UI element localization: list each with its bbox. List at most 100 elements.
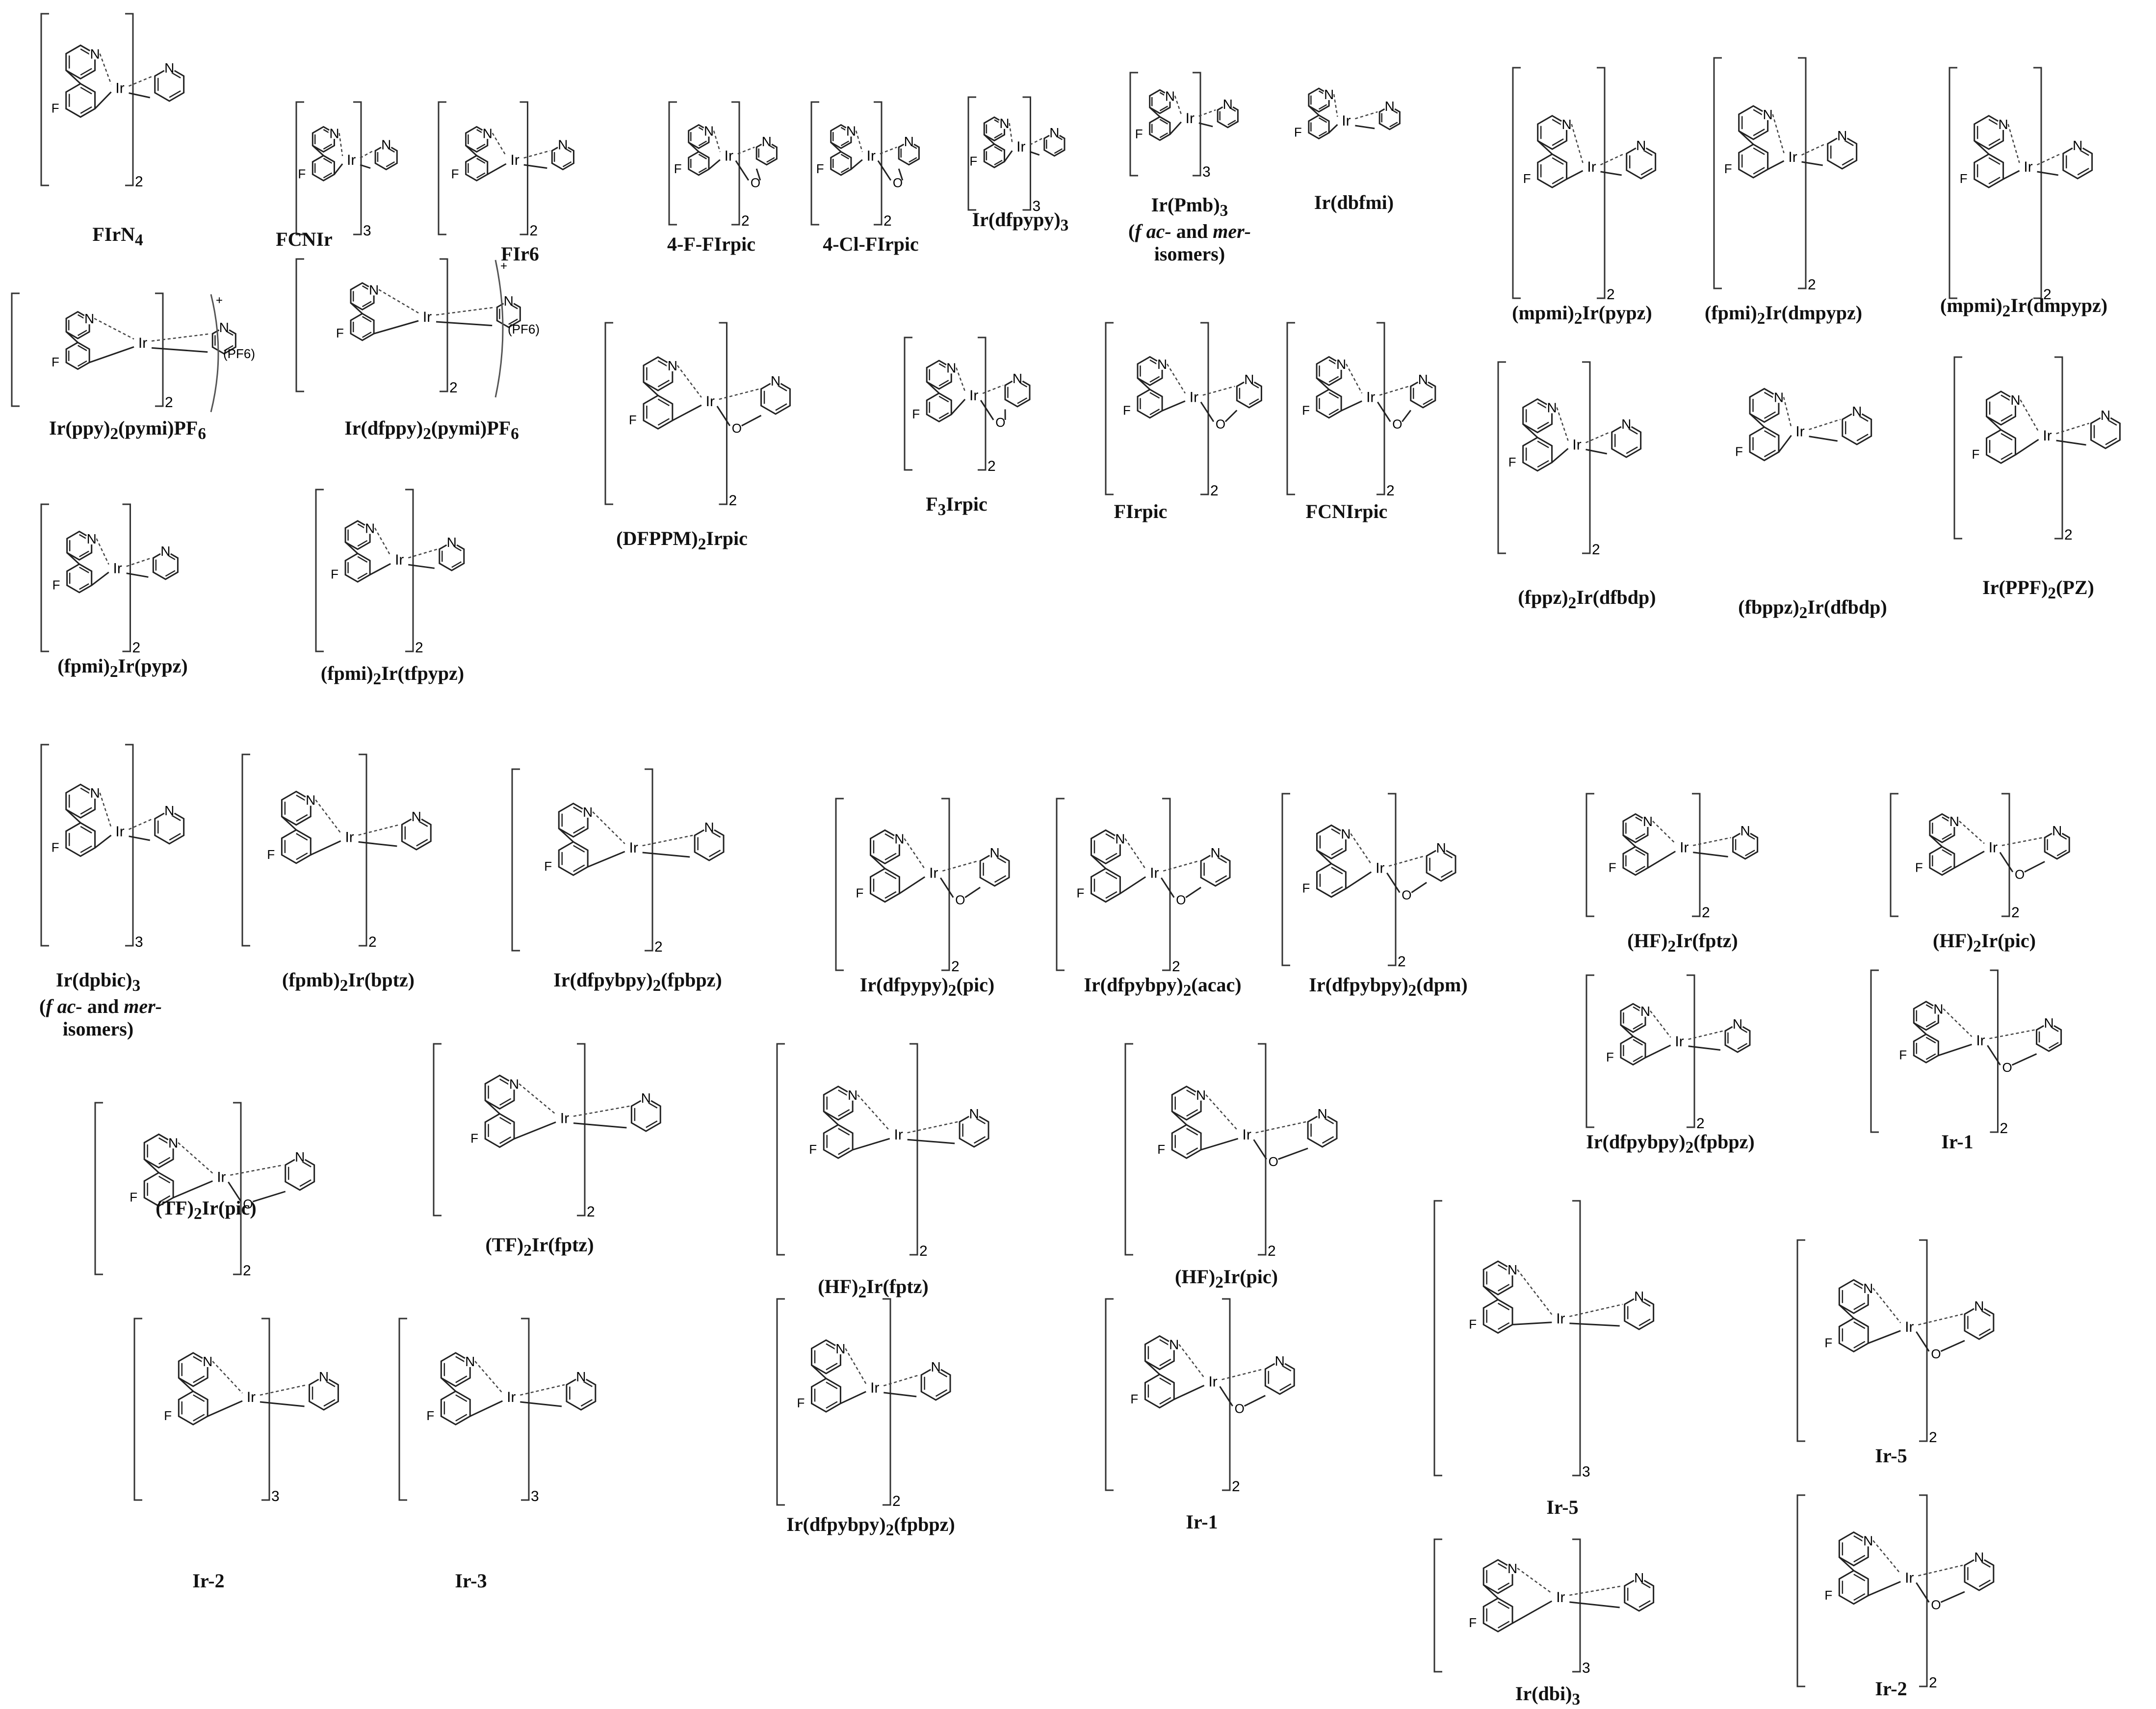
complex-label: Ir-5 (1528, 1496, 1597, 1519)
coordination-bond (152, 334, 210, 341)
fluorine-atom: F (797, 1396, 805, 1410)
coordination-bond (1809, 419, 1841, 430)
aryl-ring (1623, 847, 1648, 875)
aryl-ring-double-bond (838, 1128, 850, 1135)
fluorine-atom: F (1606, 1050, 1614, 1064)
nitrogen-atom: N (931, 1359, 940, 1374)
oxygen-atom: O (1235, 1401, 1245, 1416)
ancillary-ring-double-bond (324, 1399, 335, 1406)
coordination-bond (1784, 397, 1792, 427)
multiplicity-subscript: 3 (1582, 1464, 1590, 1480)
cyclometalating-bond (851, 160, 862, 169)
oxygen-atom: O (1216, 417, 1225, 432)
oxygen-atom: O (2015, 867, 2025, 882)
ligand-right-bracket (405, 490, 413, 651)
pyridine-ring-double-bond (826, 1363, 837, 1370)
counterion: (PF6) (508, 322, 540, 337)
cyclometalating-bond (1120, 877, 1145, 894)
label-main: Ir(dbfmi) (1314, 191, 1394, 213)
isomer-note-part: f ac- (46, 995, 82, 1017)
coordination-bond (1222, 1369, 1264, 1379)
coordination-bond (1959, 821, 1984, 844)
ligand-right-bracket (155, 293, 163, 406)
nitrogen-atom: N (1547, 400, 1557, 415)
ligand-right-bracket (883, 1299, 890, 1505)
ancillary-ring-double-bond (646, 1121, 657, 1127)
ligand-left-bracket (1434, 1539, 1442, 1672)
label-main: (HF) (1933, 930, 1973, 952)
ir-o-bond (878, 161, 891, 181)
ancillary-ring-double-bond (581, 1399, 592, 1406)
cation-paren (495, 260, 503, 397)
carboxylate-bond (1225, 410, 1237, 421)
coordination-bond (719, 389, 759, 399)
nitrogen-atom: N (989, 845, 999, 860)
nitrogen-atom: N (1643, 814, 1653, 829)
aryl-ring (1839, 1571, 1868, 1604)
complex-label: (mpmi)2Ir(pypz) (1504, 302, 1661, 328)
label-subscript: 2 (340, 977, 348, 995)
complex-label: F3Irpic (908, 493, 1006, 519)
pyridine-ring-double-bond (1765, 412, 1776, 418)
fluorine-atom: F (544, 859, 552, 874)
pyridine-ring-double-bond (885, 854, 896, 860)
label-subscript: 2 (194, 1205, 202, 1223)
aryl-ring (871, 869, 900, 902)
ir-n-bond (2056, 440, 2086, 445)
coordination-bond (1572, 124, 1583, 163)
aryl-ring-double-bond (1552, 158, 1563, 164)
iridium-atom: Ir (423, 309, 432, 325)
aryl-ring-double-bond (80, 87, 92, 94)
aryl-ring (345, 553, 370, 582)
ligand-left-bracket (1498, 362, 1506, 553)
aryl-ring (441, 1391, 470, 1424)
oxygen-atom: O (732, 421, 742, 436)
ligand-right-bracket (125, 14, 133, 185)
coordination-bond (1688, 1031, 1723, 1039)
coordination-bond (2056, 423, 2089, 434)
complex-label: Ir(dfpybpy)2(fpbpz) (1577, 1131, 1764, 1157)
nitrogen-atom: N (369, 282, 379, 297)
cyclometalating-bond (1174, 1385, 1204, 1399)
iridium-atom: Ir (345, 829, 354, 845)
aryl-ring-double-bond (1854, 1322, 1865, 1328)
label-suffix: Ir(pic) (202, 1197, 257, 1219)
nitrogen-atom: N (1341, 826, 1351, 841)
aryl-ring (485, 1114, 514, 1147)
label-suffix: (acac) (1191, 974, 1241, 996)
complex-label: Ir-2 (1857, 1678, 1925, 1700)
nitrogen-atom: N (946, 361, 956, 376)
fluorine-atom: F (52, 355, 59, 369)
fluorine-atom: F (674, 161, 682, 176)
ligand-right-bracket (1919, 1495, 1927, 1686)
label-main: Ir(dfpypy) (860, 974, 948, 996)
multiplicity-subscript: 2 (1398, 954, 1406, 970)
fluorine-atom: F (1135, 127, 1143, 141)
cyclometalating-bond (89, 347, 134, 363)
aryl-ring-double-bond (296, 853, 308, 859)
coordination-bond (520, 1385, 565, 1395)
counterion: (PF6) (223, 346, 255, 361)
aryl-ring (1523, 438, 1552, 471)
nitrogen-atom: N (164, 803, 174, 818)
coordination-bond (94, 318, 134, 339)
multiplicity-subscript: 3 (1582, 1660, 1590, 1676)
nitrogen-atom: N (329, 126, 339, 141)
pyridine-ring-double-bond (1498, 1284, 1509, 1291)
fluorine-atom: F (809, 1142, 817, 1157)
label-main: (TF) (156, 1197, 194, 1219)
pyridine-ring-double-bond (1552, 139, 1563, 145)
complex-label: (fpmi)2Ir(tfpypz) (304, 662, 481, 689)
aryl-ring (812, 1378, 841, 1412)
cation-paren (211, 294, 218, 412)
ligand-right-bracket (909, 1044, 917, 1255)
nitrogen-atom: N (1169, 1337, 1179, 1352)
